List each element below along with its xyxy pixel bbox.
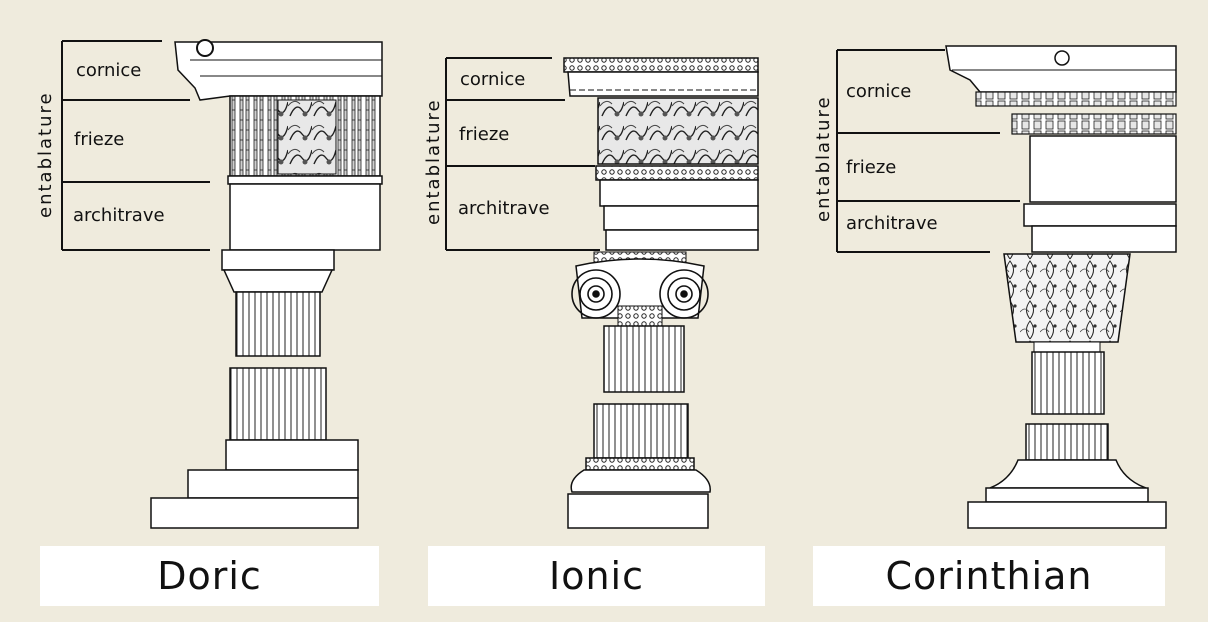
ionic-frieze-label: frieze xyxy=(459,124,509,145)
doric-architrave-label: architrave xyxy=(73,205,165,226)
corinthian-architrave-label: architrave xyxy=(846,213,938,234)
doric-step-3 xyxy=(150,497,359,529)
ionic-title: Ionic xyxy=(428,546,765,606)
doric-frieze-label: frieze xyxy=(74,129,124,150)
doric-drawing xyxy=(61,39,383,529)
ionic-base-torus xyxy=(570,469,711,493)
doric-cornice xyxy=(174,41,383,101)
ionic-entablature-label: entablature xyxy=(423,98,444,225)
doric-shaft-upper xyxy=(235,291,321,357)
ionic-cornice-label: cornice xyxy=(460,69,525,90)
corinthian-shaft-upper xyxy=(1031,351,1105,415)
ionic-shaft-upper xyxy=(603,325,685,393)
doric-abacus xyxy=(221,249,335,271)
ionic-architrave-label: architrave xyxy=(458,198,550,219)
doric-shaft-lower xyxy=(229,367,327,441)
corinthian-entablature-label: entablature xyxy=(813,95,834,222)
corinthian-plinth xyxy=(967,501,1167,529)
ionic-frieze xyxy=(597,97,759,165)
ionic-cornice xyxy=(563,57,759,73)
corinthian-rosette-icon xyxy=(1054,50,1070,66)
doric-entablature-label: entablature xyxy=(35,91,56,218)
corinthian-shaft-lower xyxy=(1025,423,1109,461)
doric-cornice-label: cornice xyxy=(76,60,141,81)
doric-rosette-icon xyxy=(196,39,214,57)
corinthian-frieze-label: frieze xyxy=(846,157,896,178)
doric-title: Doric xyxy=(40,546,379,606)
ionic-architrave xyxy=(599,179,759,207)
ionic-plinth xyxy=(567,493,709,529)
ionic-volute-left-icon xyxy=(571,269,621,319)
doric-step-2 xyxy=(187,469,359,499)
doric-architrave xyxy=(229,183,381,251)
corinthian-cornice-label: cornice xyxy=(846,81,911,102)
doric-bracket xyxy=(61,40,210,251)
corinthian-drawing xyxy=(836,45,1177,529)
ionic-drawing xyxy=(445,57,759,529)
corinthian-bracket xyxy=(836,49,1020,253)
ionic-shaft-lower xyxy=(593,403,689,459)
ionic-volute-right-icon xyxy=(659,269,709,319)
doric-echinus xyxy=(222,269,334,293)
corinthian-frieze xyxy=(1029,135,1177,203)
doric-step-1 xyxy=(225,439,359,471)
corinthian-architrave xyxy=(1023,203,1177,227)
doric-metope xyxy=(277,99,337,175)
ionic-bracket xyxy=(445,57,600,251)
corinthian-base xyxy=(989,459,1147,489)
corinthian-title: Corinthian xyxy=(813,546,1165,606)
corinthian-capital xyxy=(1003,253,1131,343)
